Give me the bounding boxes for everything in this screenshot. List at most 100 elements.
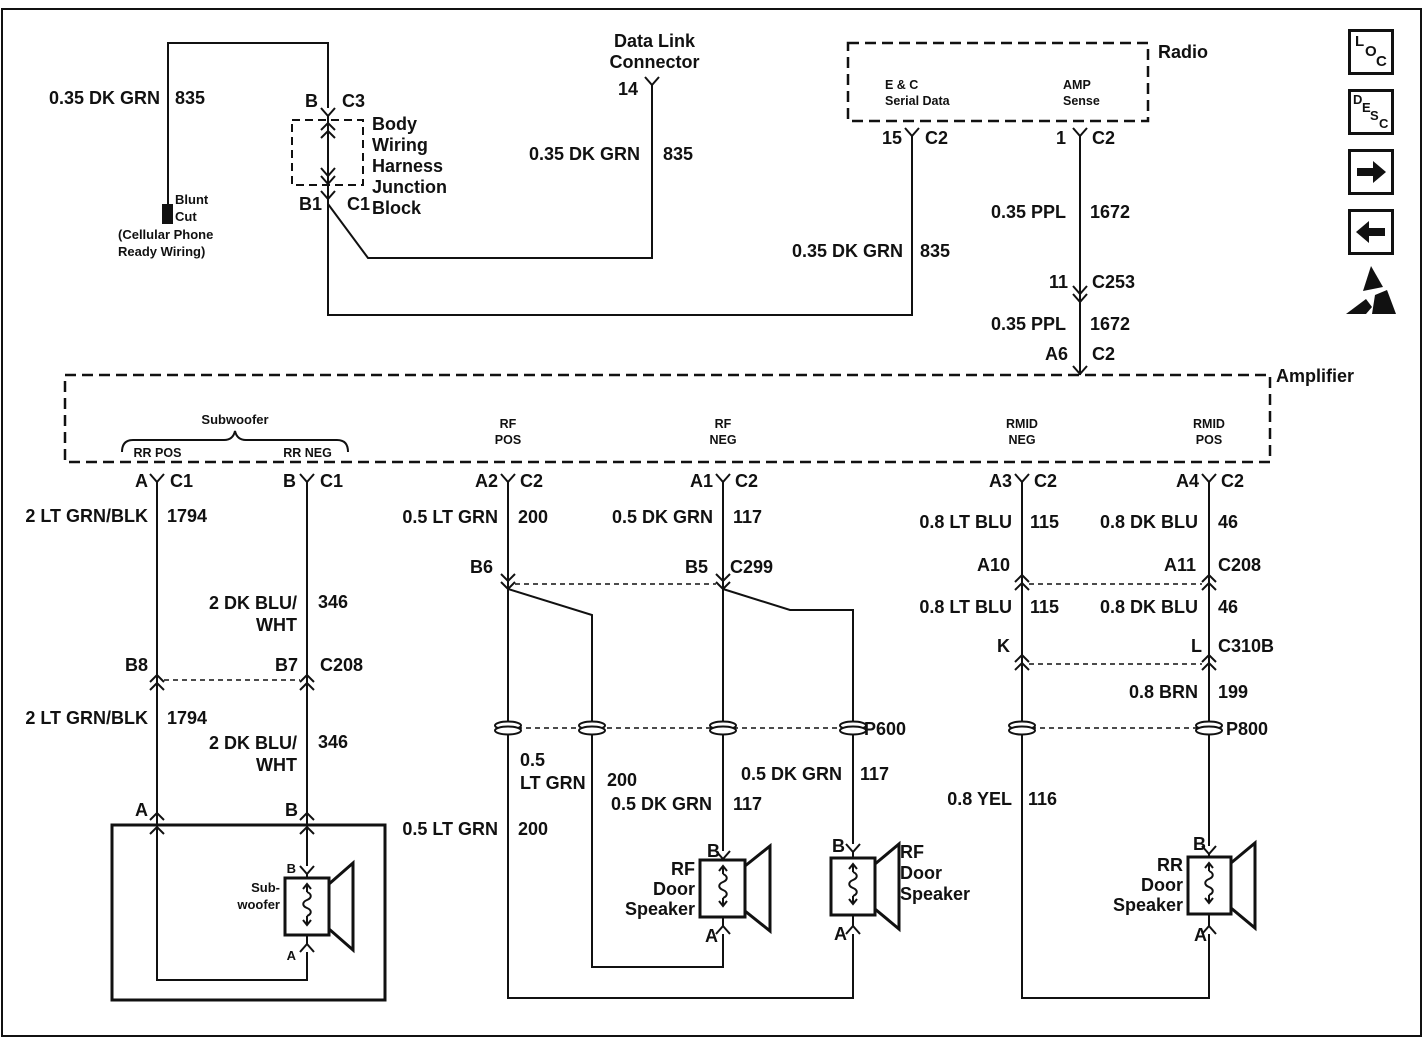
blunt-cut-wire [162, 42, 329, 224]
wire-color-label: 0.5 LT GRN [402, 507, 498, 527]
page-frame [1, 8, 1422, 1037]
circuit-number: 117 [733, 794, 763, 814]
pin-label: A1 [689, 471, 713, 491]
amplifier-title: Amplifier [1276, 366, 1355, 386]
inline-connector-links [164, 583, 1204, 729]
cellular-note: (Cellular Phone Ready Wiring) [118, 227, 214, 259]
blunt-cut-label: Blunt Cut [175, 192, 209, 224]
pin-label-b: B [285, 800, 298, 820]
subwoofer-speaker-symbol [283, 859, 355, 954]
connector-id: C2 [520, 471, 544, 491]
pin-label-a: A [135, 800, 148, 820]
prev-button[interactable] [1348, 209, 1394, 255]
connector-id-c3: C3 [342, 91, 366, 111]
right-arrow-icon [1357, 161, 1386, 183]
pin-label: A3 [988, 471, 1012, 491]
radio-box [846, 41, 1150, 123]
circuit-number: 835 [175, 88, 206, 108]
speaker-pin-b: B [832, 836, 845, 856]
radio-title: Radio [1158, 42, 1209, 62]
wire-color-label: 0.5 DK GRN [610, 794, 712, 814]
connector-id-c253: C253 [1092, 272, 1136, 292]
wire-color-label: 0.8 DK BLU [1099, 597, 1198, 617]
loc-letter: C [1376, 53, 1387, 70]
circuit-number: 1794 [167, 506, 208, 526]
circuit-number: 200 [607, 770, 638, 790]
pin-label-11: 11 [1048, 272, 1068, 292]
amp-sense-wire [1072, 127, 1088, 376]
circuit-number: 1794 [167, 708, 208, 728]
rf-door-speaker-2-label: RF Door Speaker [900, 842, 971, 904]
circuit-number: 117 [733, 507, 763, 527]
desc-letter: S [1370, 108, 1379, 123]
speaker-pin-b: B [707, 841, 720, 861]
desc-letter: C [1379, 116, 1389, 131]
pin-label-b7: B7 [274, 655, 298, 675]
pin-label-a11: A11 [1163, 555, 1196, 575]
wire-color-label: 0.35 DK GRN [48, 88, 160, 108]
wire-color-label: 2 DK BLU/ WHT [208, 733, 297, 775]
amp-output-rmid-neg: RMID NEG [1006, 417, 1038, 447]
wire-color-label: 0.8 BRN [1128, 682, 1198, 702]
next-button[interactable] [1348, 149, 1394, 195]
junction-block-wires [320, 76, 920, 316]
wire-color-label: 0.5 DK GRN [611, 507, 713, 527]
rf-door-speaker-1-label: RF Door Speaker [624, 859, 695, 919]
grommet-label-p600: P600 [864, 719, 907, 739]
amp-output-rr-pos: RR POS [133, 446, 182, 460]
circuit-number: 115 [1030, 597, 1060, 617]
rr-door-speaker-label: RR Door Speaker [1112, 855, 1183, 915]
esd-warning-icon [1342, 264, 1400, 318]
pin-label-15: 15 [881, 128, 902, 148]
amp-output-rf-neg: RF NEG [709, 417, 737, 447]
circuit-number: 1672 [1090, 314, 1131, 334]
circuit-number: 835 [920, 241, 951, 261]
subwoofer-speaker-label: Sub- woofer [237, 880, 280, 912]
speaker-pin-a: A [834, 924, 847, 944]
circuit-number: 200 [518, 819, 549, 839]
pin-label: A [135, 471, 148, 491]
circuit-number: 1672 [1090, 202, 1131, 222]
radio-ec-serial-label: E & C Serial Data [885, 78, 950, 108]
blunt-cut-symbol [162, 204, 173, 224]
circuit-number: 116 [1028, 789, 1058, 809]
wire-color-label: 0.5 LT GRN [520, 750, 586, 793]
circuit-number: 346 [318, 732, 349, 752]
subwoofer-enclosure-box [110, 823, 387, 1002]
pin-label: A2 [474, 471, 498, 491]
loc-letter: L [1355, 33, 1365, 50]
wire-color-label: 0.5 LT GRN [402, 819, 498, 839]
circuit-number: 117 [860, 764, 890, 784]
left-arrow-icon [1356, 221, 1385, 243]
pin-label-b6: B6 [469, 557, 493, 577]
circuit-number: 346 [318, 592, 349, 612]
pin-label-1: 1 [1055, 128, 1066, 148]
wire-color-label: 0.5 DK GRN [740, 764, 842, 784]
connector-id-c208: C208 [1218, 555, 1262, 575]
wire-color-label: 0.35 DK GRN [528, 144, 640, 164]
speaker-pin-b: B [286, 861, 296, 876]
connector-id: C1 [170, 471, 194, 491]
desc-letter: D [1353, 92, 1363, 107]
wire-color-label: 0.8 LT BLU [919, 512, 1012, 532]
pin-label: B [283, 471, 296, 491]
desc-button[interactable]: D E S C [1348, 89, 1394, 135]
amp-output-rf-pos: RF POS [494, 417, 522, 447]
pin-label-b1: B1 [298, 194, 322, 214]
loc-button[interactable]: L O C [1348, 29, 1394, 75]
wire-color-label: 0.35 PPL [990, 314, 1066, 334]
speaker-pin-a: A [705, 926, 718, 946]
connector-id-c310b: C310B [1218, 636, 1275, 656]
circuit-number: 46 [1218, 512, 1239, 532]
dlc-title: Data Link Connector [609, 31, 700, 72]
connector-id: C1 [320, 471, 344, 491]
connector-id: C2 [1221, 471, 1245, 491]
pin-label-a10: A10 [976, 555, 1010, 575]
amplifier-box [63, 373, 1272, 464]
grommet-symbols [494, 720, 1223, 736]
connector-id-c2: C2 [1092, 128, 1116, 148]
loc-letter: O [1365, 43, 1377, 60]
connector-id-c299: C299 [730, 557, 774, 577]
subwoofer-circuit-wires [149, 482, 315, 981]
